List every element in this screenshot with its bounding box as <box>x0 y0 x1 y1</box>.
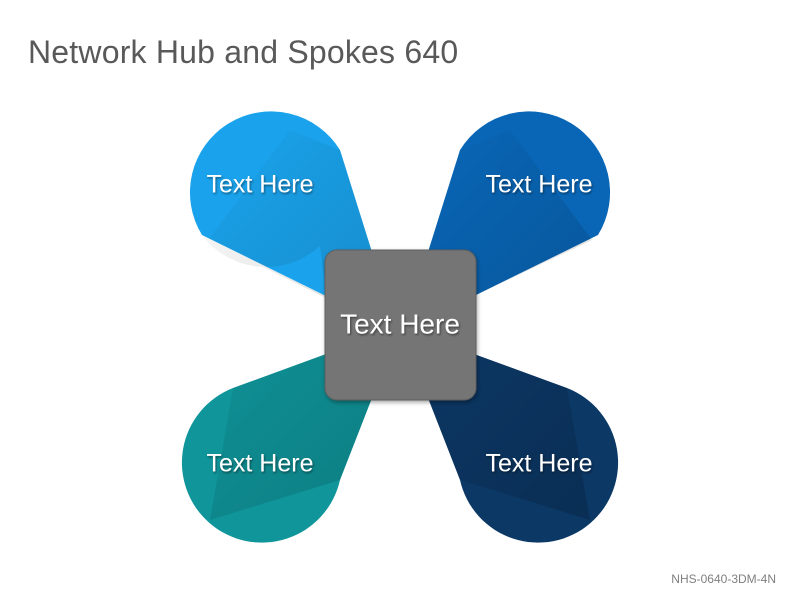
spoke-top-left-label: Text Here <box>207 171 314 199</box>
slide-title: Network Hub and Spokes 640 <box>28 34 459 70</box>
hub: Text Here <box>324 249 477 401</box>
spoke-bottom-left-label: Text Here <box>207 450 314 478</box>
spoke-bottom-right-label: Text Here <box>486 450 593 478</box>
hub-box <box>324 249 477 401</box>
footer-code: NHS-0640-3DM-4N <box>671 572 776 586</box>
spoke-top-right-label: Text Here <box>486 171 593 199</box>
hub-label: Text Here <box>340 308 460 339</box>
